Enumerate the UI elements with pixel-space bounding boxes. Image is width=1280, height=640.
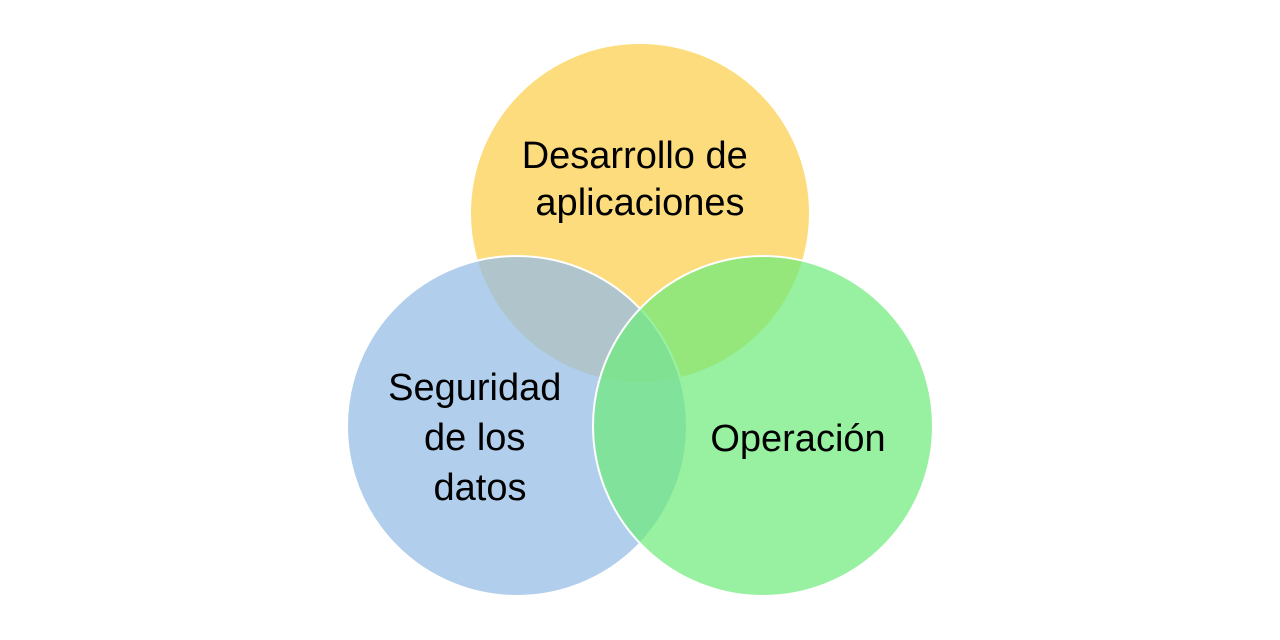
label-operacion: Operación [710, 418, 885, 460]
circle-operacion [592, 255, 934, 597]
label-desarrollo-de-aplicaciones: Desarrollo de aplicaciones [522, 135, 759, 224]
label-seguridad-de-los-datos: Seguridad de los datos [388, 367, 572, 509]
